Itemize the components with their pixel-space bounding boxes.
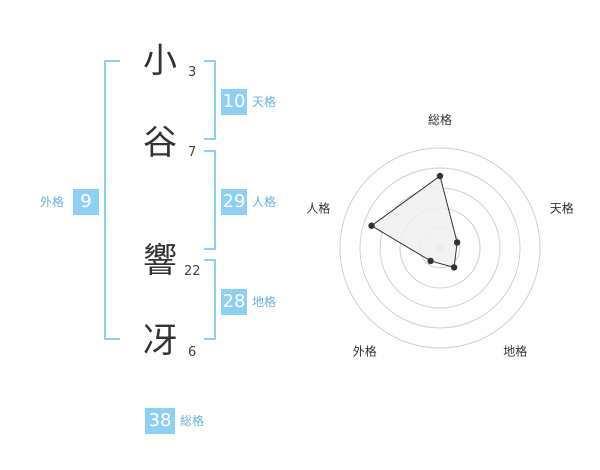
radar-point-0 [436,172,444,180]
radar-series [368,172,461,271]
radar-point-1 [453,239,461,246]
char-1: 小 [143,41,177,81]
radar-ring-5 [339,147,541,349]
radar-ring-4 [359,167,521,329]
radar-axis-label-1: 天格 [550,200,574,215]
tenkaku-value: 10 [221,89,247,115]
tenkaku-label: 天格 [252,95,277,109]
tenkaku-bracket [204,60,216,140]
char-4-strokes: 6 [188,345,197,360]
char-2-strokes: 7 [188,145,197,160]
radar-point-4 [368,222,375,229]
jinkaku-value: 29 [221,189,247,215]
gaikaku-label: 外格 [40,195,65,209]
char-4: 冴 [143,321,177,361]
radar-point-3 [427,257,434,265]
chikaku-label: 地格 [252,295,277,309]
char-3-strokes: 22 [184,264,201,279]
soukaku-label: 総格 [180,414,205,428]
radar-axis-label-0: 総格 [428,112,452,127]
gaikaku-value: 9 [73,189,99,215]
chikaku-value: 28 [221,289,247,315]
soukaku-value: 38 [145,408,175,434]
char-3: 響 [143,241,177,281]
chikaku-bracket [204,259,216,340]
radar-point-2 [450,264,458,271]
jinkaku-bracket [204,150,216,250]
jinkaku-label: 人格 [252,195,277,209]
radar-axis-label-3: 外格 [353,344,377,359]
radar-polygon [370,175,458,269]
radar-axis-label-2: 地格 [503,344,527,359]
radar-axis-label-4: 人格 [306,200,330,215]
char-1-strokes: 3 [188,65,197,80]
char-2: 谷 [143,123,177,163]
gaikaku-bracket [104,60,120,340]
